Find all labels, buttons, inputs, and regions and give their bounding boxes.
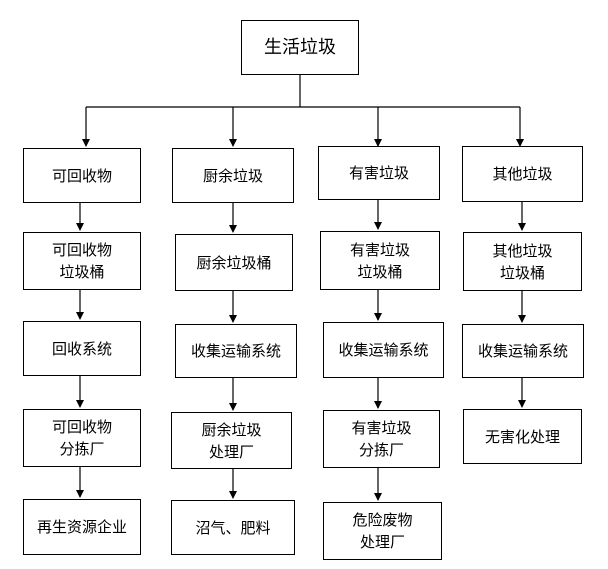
c1-node-system: 回收系统 [23,321,141,376]
c2-node-category: 厨余垃圾 [172,148,294,203]
root-node: 生活垃圾 [241,20,359,75]
c3-node-system: 收集运输系统 [323,322,444,378]
c4-node-category: 其他垃圾 [462,146,583,202]
c3-node-outcome: 危险废物 处理厂 [323,502,442,560]
c1-node-category: 可回收物 [23,148,141,203]
c4-node-outcome: 无害化处理 [463,409,582,464]
c3-node-category: 有害垃圾 [318,146,440,200]
c1-node-facility: 可回收物 分拣厂 [23,409,141,467]
c2-node-facility: 厨余垃圾 处理厂 [171,412,292,469]
c4-node-bin: 其他垃圾 垃圾桶 [463,232,582,291]
c2-node-outcome: 沼气、肥料 [171,500,295,555]
c2-node-bin: 厨余垃圾桶 [175,234,293,291]
c3-node-bin: 有害垃圾 垃圾桶 [320,231,440,290]
c1-node-bin: 可回收物 垃圾桶 [23,232,141,290]
c1-node-outcome: 再生资源企业 [23,499,141,555]
c4-node-system: 收集运输系统 [462,324,584,378]
c3-node-facility: 有害垃圾 分拣厂 [323,410,440,468]
c2-node-system: 收集运输系统 [175,324,297,378]
